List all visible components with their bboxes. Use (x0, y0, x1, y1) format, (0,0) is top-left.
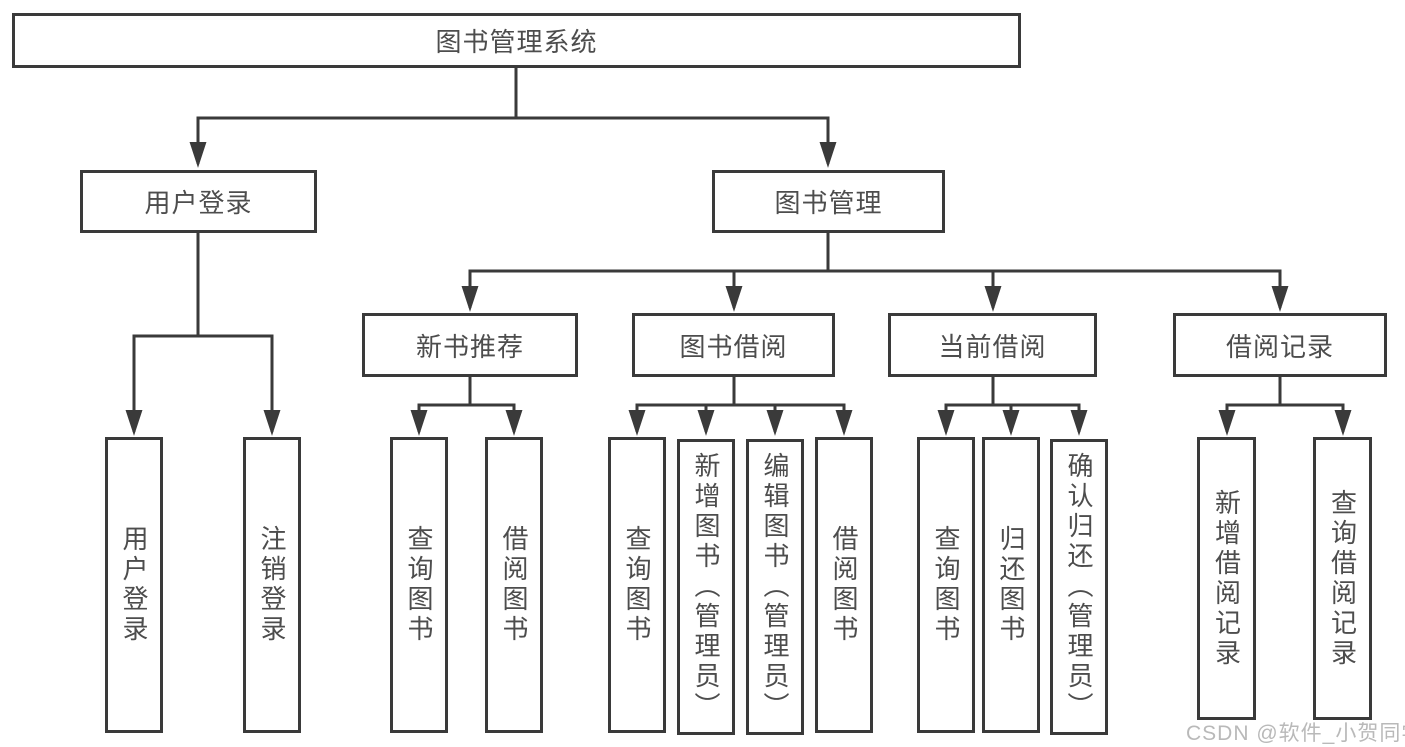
node-user-login: 用户登录 (80, 170, 317, 233)
leaf-add-borrow-record: 新增借阅记录 (1197, 437, 1256, 720)
leaf-query-borrow-record: 查询借阅记录 (1313, 437, 1372, 720)
leaf-return-book: 归还图书 (982, 437, 1040, 733)
leaf-logout: 注销登录 (243, 437, 301, 733)
leaf-query-books-recommend: 查询图书 (390, 437, 448, 733)
node-book-borrowing: 图书借阅 (632, 313, 835, 377)
connector-arrows (125, 118, 1352, 436)
watermark: CSDN @软件_小贺同学 (1186, 722, 1405, 745)
node-borrowing-records: 借阅记录 (1173, 313, 1387, 377)
leaf-user-login: 用户登录 (105, 437, 163, 733)
connector-lines (132, 66, 1345, 407)
leaf-borrow-books-borrowing: 借阅图书 (815, 437, 873, 733)
connector (132, 66, 1345, 407)
node-book-management: 图书管理 (712, 170, 945, 233)
node-library-management-system: 图书管理系统 (12, 13, 1021, 68)
leaf-borrow-books-recommend: 借阅图书 (485, 437, 543, 733)
node-new-book-recommend: 新书推荐 (362, 313, 578, 377)
leaf-edit-book-admin: 编辑图书（管理员） (746, 439, 804, 735)
leaf-query-books-current: 查询图书 (917, 437, 975, 733)
node-current-borrowing: 当前借阅 (888, 313, 1097, 377)
leaf-query-books-borrowing: 查询图书 (608, 437, 666, 733)
leaf-add-book-admin: 新增图书（管理员） (677, 439, 735, 735)
leaf-confirm-return-admin: 确认归还（管理员） (1050, 439, 1108, 735)
